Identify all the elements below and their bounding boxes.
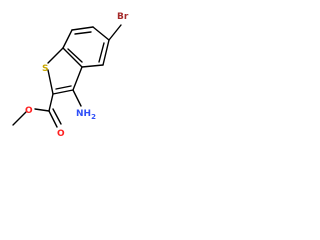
bond-c5-br xyxy=(108,24,122,41)
bond-c3-n xyxy=(72,89,82,107)
bond-c7a-c3a xyxy=(62,47,83,68)
bond-oester-methyl xyxy=(12,111,27,126)
bond-inner-c4-c5 xyxy=(98,42,105,63)
bond-inner-c7a-c3a xyxy=(67,48,83,63)
molecule-diagram: Br S NH2 O O xyxy=(0,0,150,150)
bond-inner-c6-c7 xyxy=(74,31,92,35)
carbonyl-oxygen-label: O xyxy=(57,129,65,139)
sulfur-label: S xyxy=(42,64,48,74)
bond-c2-c3 xyxy=(52,89,74,95)
bond-c7a-s xyxy=(47,47,64,64)
bond-s-c2 xyxy=(47,69,54,95)
amino-nh-text: NH xyxy=(76,109,91,119)
bond-ccarbonyl-ocarbonyl xyxy=(48,110,58,128)
bond-c2-ccarbonyl xyxy=(48,93,54,112)
bond-c7-c7a xyxy=(62,29,73,49)
amino-label: NH2 xyxy=(76,109,96,121)
bond-c3-c3a xyxy=(72,66,83,91)
bond-c3a-c4 xyxy=(81,64,104,68)
ester-oxygen-label: O xyxy=(25,106,33,116)
bond-c5-c6 xyxy=(92,26,110,41)
bond-c6-c7 xyxy=(71,26,94,31)
bromine-label: Br xyxy=(117,12,129,22)
amino-subscript: 2 xyxy=(91,113,96,121)
bond-ccarbonyl-ocarbonyl-double xyxy=(52,108,62,125)
structure-svg: Br S NH2 O O xyxy=(12,12,129,139)
bond-c2-c3-double xyxy=(55,85,72,90)
bond-c5-c4 xyxy=(102,39,110,66)
bond-ccarbonyl-oester xyxy=(34,108,50,112)
